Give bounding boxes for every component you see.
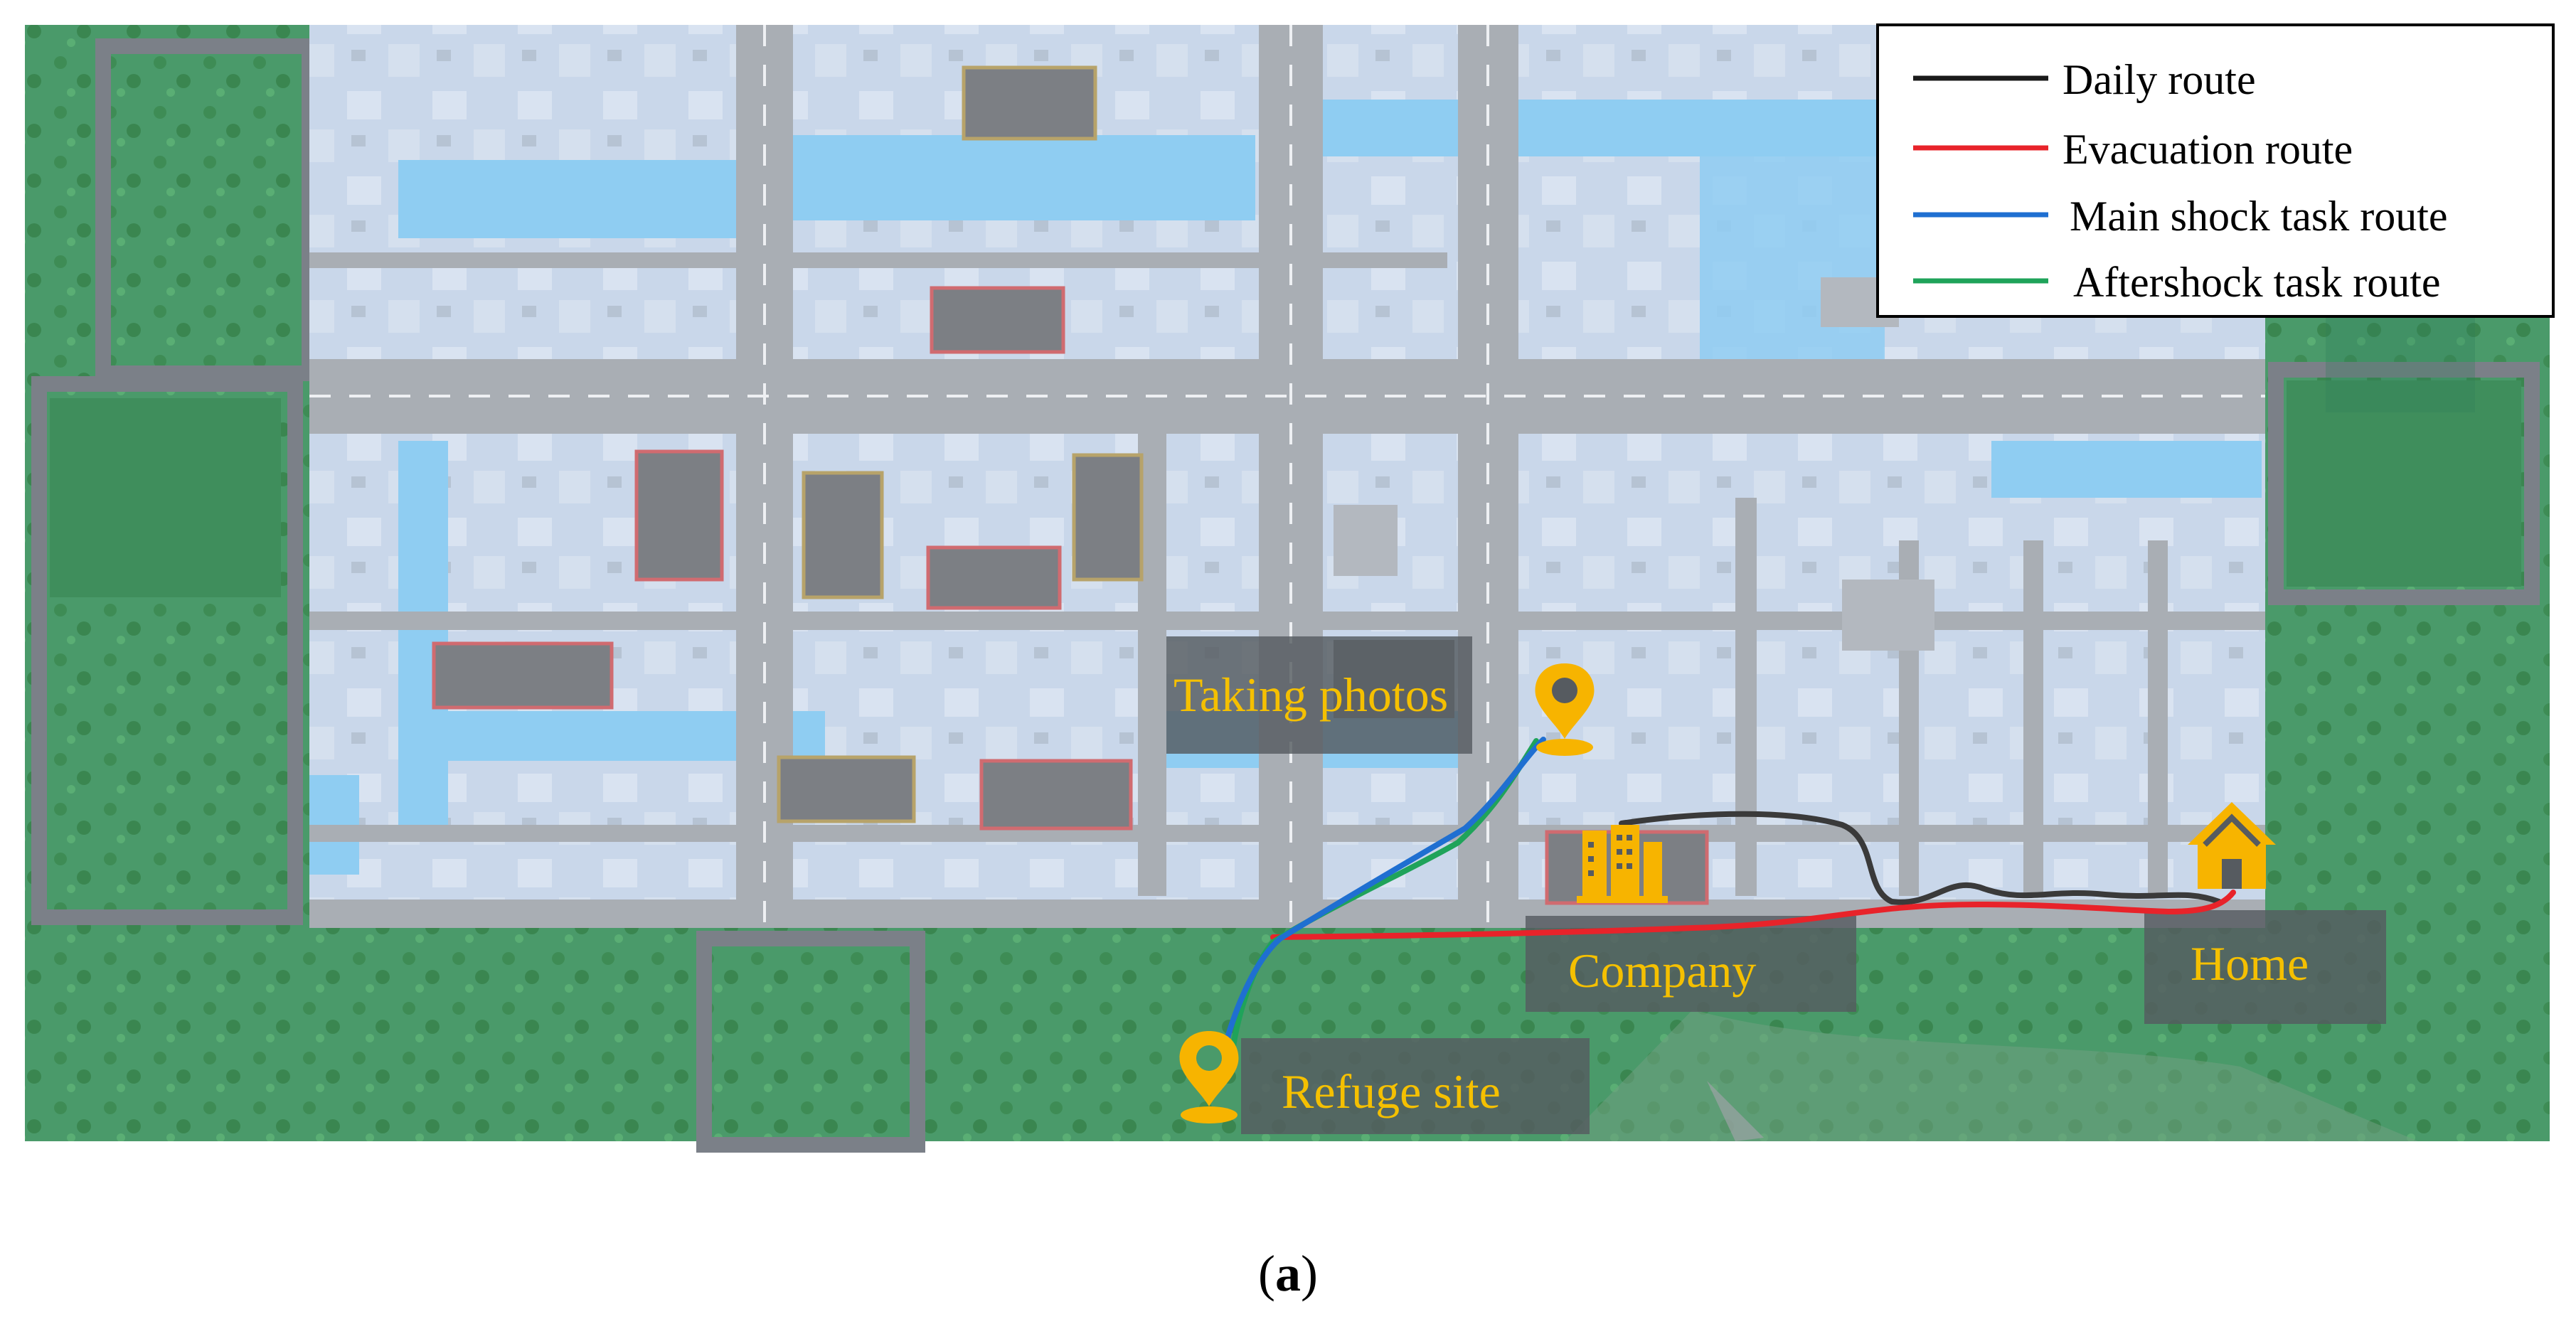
caption-close: ) bbox=[1301, 1245, 1318, 1302]
taking-photos-label: Taking photos bbox=[1173, 668, 1448, 722]
legend: Daily route Evacuation route Main shock … bbox=[1876, 23, 2555, 318]
main-shock-task-route-line bbox=[1220, 737, 1546, 1057]
legend-label-main-shock: Main shock task route bbox=[2070, 193, 2448, 240]
caption-letter: a bbox=[1275, 1245, 1301, 1302]
evacuation-route-line bbox=[1270, 890, 2236, 940]
home-label: Home bbox=[2191, 936, 2309, 991]
routes bbox=[1220, 737, 2236, 1057]
caption-open: ( bbox=[1258, 1245, 1275, 1302]
daily-route-line bbox=[1619, 811, 2222, 905]
company-label: Company bbox=[1568, 944, 1756, 998]
legend-label-aftershock: Aftershock task route bbox=[2073, 259, 2441, 306]
legend-label-daily: Daily route bbox=[2063, 56, 2256, 103]
location-pin-icon bbox=[1179, 1031, 1239, 1123]
figure-caption: (a) bbox=[0, 1244, 2576, 1303]
terrain-shadow bbox=[1565, 1010, 2418, 1141]
parks bbox=[31, 38, 2540, 1153]
legend-label-evacuation: Evacuation route bbox=[2063, 126, 2353, 173]
house-icon bbox=[2188, 802, 2276, 889]
refuge-site-label: Refuge site bbox=[1282, 1064, 1501, 1119]
city-district bbox=[309, 25, 2265, 928]
location-pin-icon bbox=[1535, 663, 1595, 756]
label-backgrounds bbox=[1166, 636, 2386, 1134]
building-icon bbox=[1577, 825, 1668, 903]
